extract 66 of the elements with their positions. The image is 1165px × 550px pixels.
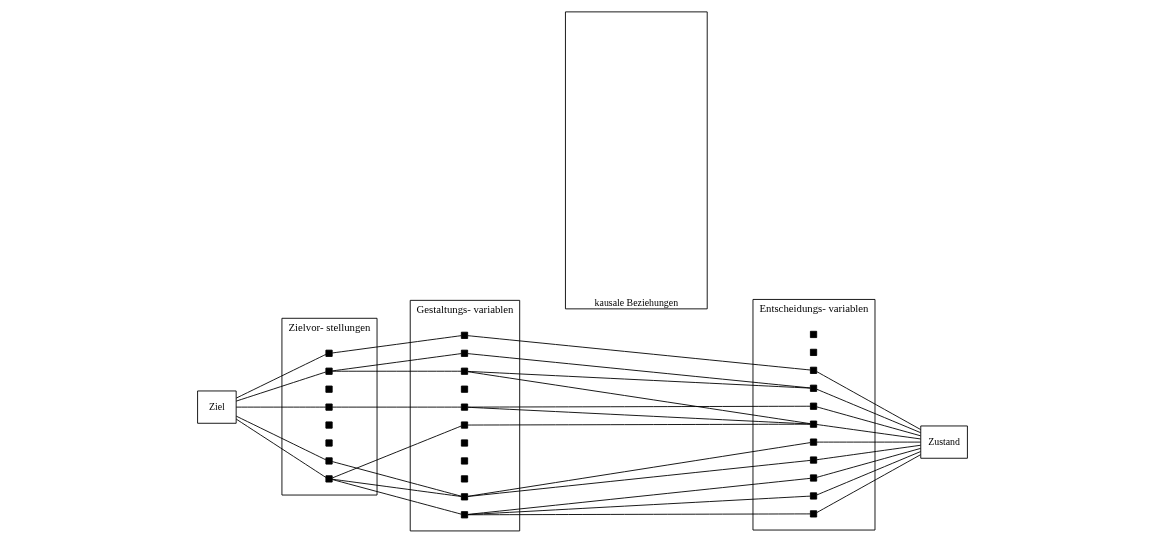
connector [467,477,811,515]
node-box: Ziel [197,390,237,424]
node-box [460,403,469,411]
node-box [460,493,469,501]
connector [331,478,462,497]
connector [235,406,327,408]
node-box [325,385,333,393]
connector [331,370,462,372]
node-box [460,385,469,393]
connector [816,424,921,440]
node-box [809,348,818,356]
connector [331,425,462,479]
connector [331,406,462,408]
node-box [460,421,469,429]
node-box [809,420,818,428]
connector [816,441,921,443]
node-box [809,438,818,446]
cluster: Zielvor- stellungen [281,317,378,496]
node-box [809,384,818,392]
node-box [325,439,333,447]
node-box: Zustand [920,425,968,459]
node-box [325,475,333,483]
connector [816,444,921,461]
node-box [460,331,469,339]
connector [816,454,921,513]
connector [467,406,811,425]
connector [235,418,327,478]
node-box [809,510,818,518]
node-box [460,367,469,375]
connector [816,406,921,437]
connector [467,335,811,371]
node-box [325,349,333,357]
node-box [809,330,818,339]
cluster: Entscheidungs- variablen [752,299,876,531]
node-box [809,402,818,410]
node-box [460,439,469,447]
connector [467,442,811,497]
node-box [809,456,818,464]
connector [235,415,327,461]
connector [816,448,921,478]
node-box [325,367,333,375]
node-box [809,366,818,374]
node-box [460,457,469,465]
connector [816,388,921,434]
connector [331,461,462,497]
connector [331,479,462,515]
connector [235,371,327,402]
node-box [460,349,469,357]
connector [467,371,811,425]
connector [816,451,921,496]
node-box: kausale Beziehungen [565,11,708,310]
connector [467,405,811,408]
connector [235,354,327,399]
connector [467,459,811,497]
connector [331,335,462,354]
node-box [809,492,818,500]
connector [331,353,462,372]
cluster: Gestaltungs- variablen [409,299,521,532]
node-box [325,403,333,411]
connector [467,353,811,389]
node-box [325,457,333,465]
node-box [460,511,469,519]
node-box [325,421,333,429]
node-box [809,474,818,482]
node-box [460,475,469,483]
connector [816,371,921,430]
